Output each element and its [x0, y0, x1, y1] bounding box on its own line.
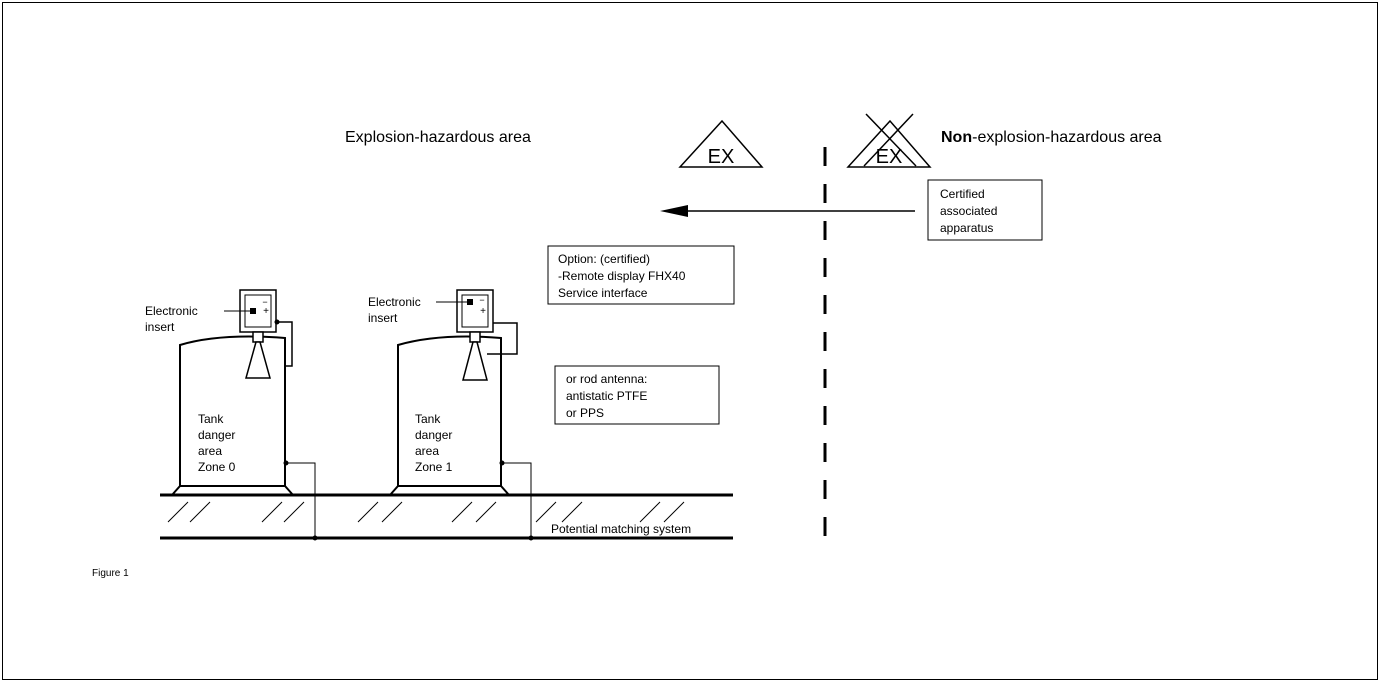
figure-caption: Figure 1	[92, 568, 129, 579]
certified-apparatus-box: Certified associated apparatus	[927, 179, 1043, 241]
horn-antenna-icon	[245, 341, 271, 379]
option-line-1: Option: (certified)	[558, 252, 650, 266]
ex-crossed-icon: EX	[846, 113, 932, 168]
tank-label-line-1: Tank	[198, 412, 224, 426]
ex-crossed-label: EX	[876, 146, 903, 168]
insert-label-line-2: insert	[145, 320, 175, 334]
certified-line-1: Certified	[940, 187, 985, 201]
horn-antenna-icon	[462, 341, 488, 381]
rod-line-3: or PPS	[566, 406, 604, 420]
insert-minus: −	[479, 295, 484, 305]
tank-label-line-2: danger	[198, 428, 235, 442]
non-bold-prefix: Non	[941, 129, 972, 146]
rod-line-2: antistatic PTFE	[566, 389, 647, 403]
tank-label-line-1: Tank	[415, 412, 441, 426]
electronic-insert	[461, 294, 489, 328]
option-line-2: -Remote display FHX40	[558, 269, 686, 283]
tank-label-line-3: area	[415, 444, 439, 458]
certified-line-2: associated	[940, 204, 997, 218]
insert-minus: −	[262, 297, 267, 307]
ground-hatching	[167, 501, 685, 523]
tank-base	[171, 485, 294, 496]
ground-label: Potential matching system	[551, 522, 691, 536]
ground-wire	[285, 462, 316, 538]
insert-label-line-2: insert	[368, 311, 398, 325]
ground-wire	[501, 462, 532, 538]
non-hazardous-area-title: Non-explosion-hazardous area	[941, 129, 1162, 146]
tank-label-line-3: area	[198, 444, 222, 458]
option-line-3: Service interface	[558, 286, 648, 300]
ground-node-tank	[283, 460, 289, 466]
non-title-rest: -explosion-hazardous area	[972, 129, 1162, 146]
ground-node-tank	[499, 460, 505, 466]
tank-body	[179, 335, 286, 486]
transmitter-neck	[469, 331, 481, 343]
insert-terminal	[467, 299, 473, 305]
ex-warning-icon: EX	[678, 119, 764, 168]
cross-line-a	[865, 113, 917, 167]
transmitter-neck	[252, 331, 264, 343]
insert-terminal	[250, 308, 256, 314]
cross-line-b	[863, 113, 914, 167]
cable-loop	[487, 322, 518, 355]
hazardous-area-title: Explosion-hazardous area	[345, 129, 531, 146]
insert-plus: +	[263, 306, 269, 317]
signal-arrow	[660, 205, 915, 217]
ex-symbol-label: EX	[708, 146, 735, 168]
cable-node	[274, 319, 280, 325]
ground-strip: Potential matching system	[160, 493, 733, 540]
certified-line-3: apparatus	[940, 221, 993, 235]
rod-antenna-box: or rod antenna: antistatic PTFE or PPS	[554, 365, 720, 425]
tank-zone-0: − + Electronic insert Tank danger area Z…	[145, 289, 318, 541]
option-box: Option: (certified) -Remote display FHX4…	[547, 245, 735, 305]
insert-label-line-1: Electronic	[368, 295, 421, 309]
tank-label-line-4: Zone 0	[198, 460, 236, 474]
rod-line-1: or rod antenna:	[566, 372, 647, 386]
insert-label-line-1: Electronic	[145, 304, 198, 318]
insert-plus: +	[480, 306, 486, 317]
tank-base	[389, 485, 510, 496]
tank-label-line-4: Zone 1	[415, 460, 453, 474]
tank-zone-1: − + Electronic insert Tank danger area Z…	[368, 289, 534, 541]
cable-loop	[276, 321, 293, 367]
tank-label-line-2: danger	[415, 428, 452, 442]
tank-body	[397, 335, 502, 486]
